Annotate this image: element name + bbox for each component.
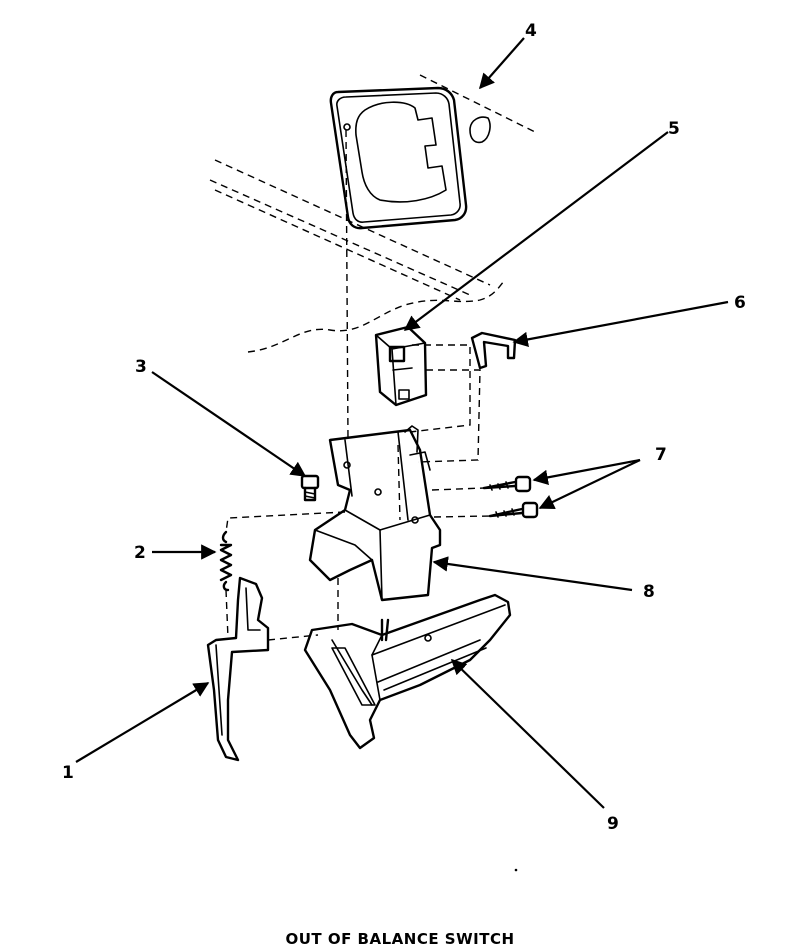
part-6-clip	[470, 331, 517, 370]
speck	[514, 868, 518, 872]
callout-4: 4	[525, 21, 537, 41]
callout-2: 2	[134, 543, 146, 563]
part-9-foot-pad	[303, 593, 512, 750]
assembly-guide-lines	[225, 129, 491, 641]
part-5-switch	[374, 325, 428, 407]
part-3-screw	[300, 474, 320, 502]
cabinet-outline	[209, 74, 536, 353]
part-4-cover-plate	[329, 86, 491, 230]
callout-6: 6	[734, 293, 746, 313]
callout-8: 8	[643, 582, 655, 602]
part-7-screws	[482, 475, 539, 519]
diagram-caption: OUT OF BALANCE SWITCH	[285, 930, 515, 944]
callout-5: 5	[668, 119, 680, 139]
callout-7: 7	[655, 445, 667, 465]
part-8-bracket	[308, 425, 442, 602]
callout-1: 1	[62, 763, 74, 783]
part-2-spring	[219, 530, 233, 592]
callout-9: 9	[607, 814, 619, 834]
part-1-lever-arm	[206, 576, 270, 762]
leader-lines	[75, 37, 729, 809]
callout-3: 3	[135, 357, 147, 377]
